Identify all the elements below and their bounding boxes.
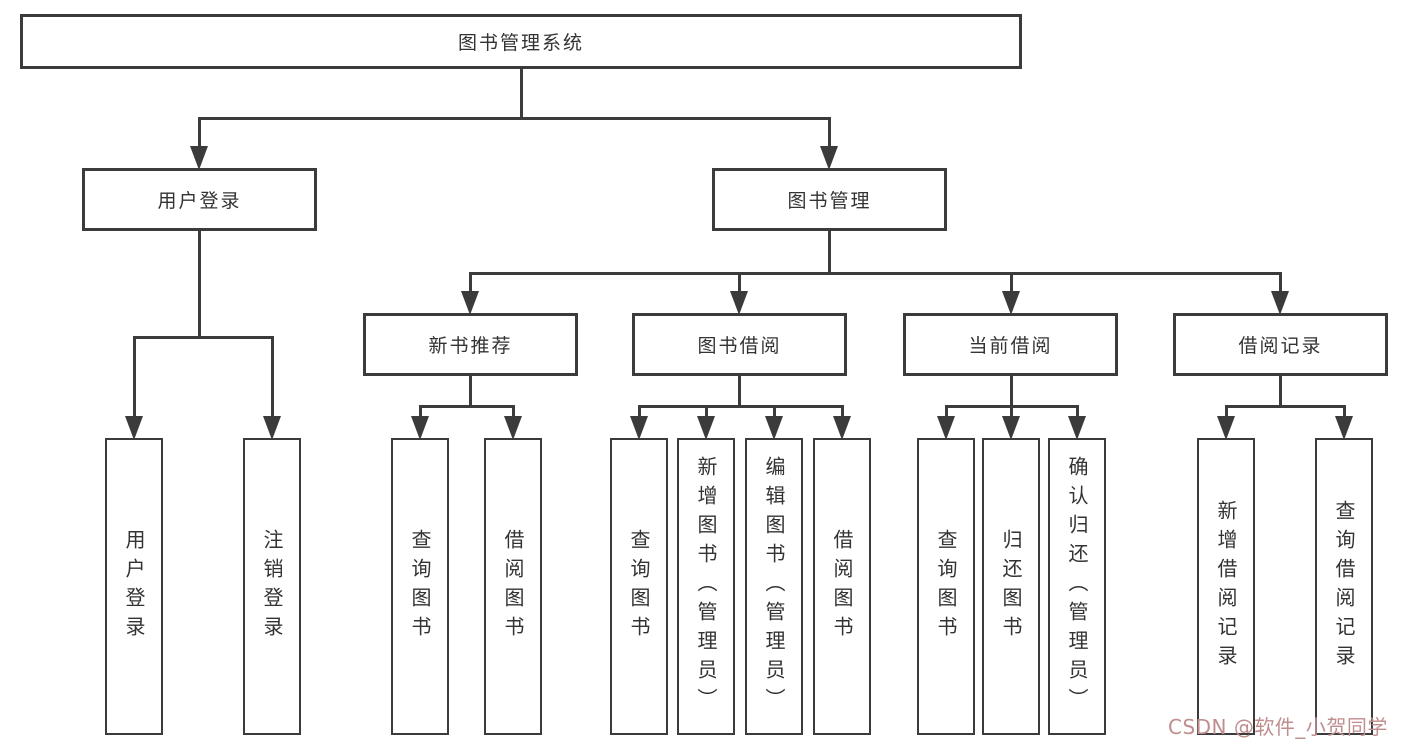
connector-hline bbox=[637, 404, 844, 408]
connector-vline bbox=[1342, 406, 1346, 418]
arrow-down-icon bbox=[630, 416, 648, 440]
connector-vline bbox=[1224, 406, 1228, 418]
arrow-down-icon bbox=[1068, 416, 1086, 440]
group-box-current-borrowing: 当前借阅 bbox=[903, 313, 1118, 376]
arrow-down-icon bbox=[937, 416, 955, 440]
arrow-down-icon bbox=[190, 146, 208, 170]
arrow-down-icon bbox=[765, 416, 783, 440]
connector-vline bbox=[1009, 376, 1013, 406]
connector-vline bbox=[197, 118, 201, 148]
leaf-label: 确认归还（管理员） bbox=[1065, 456, 1089, 717]
group-label: 新书推荐 bbox=[428, 335, 513, 357]
leaf-box-add-books-admin: 新增图书（管理员） bbox=[677, 438, 735, 735]
arrow-down-icon bbox=[820, 146, 838, 170]
arrow-down-icon bbox=[504, 416, 522, 440]
root-box-library-system: 图书管理系统 bbox=[20, 14, 1022, 69]
leaf-label: 注销登录 bbox=[260, 528, 284, 645]
leaf-box-query-books: 查询图书 bbox=[917, 438, 975, 735]
leaf-box-borrow-books: 借阅图书 bbox=[484, 438, 542, 735]
arrow-down-icon bbox=[1002, 291, 1020, 315]
connector-vline bbox=[1075, 406, 1079, 418]
arrow-down-icon bbox=[461, 291, 479, 315]
branch-label: 用户登录 bbox=[157, 190, 242, 212]
connector-vline bbox=[1009, 406, 1013, 418]
connector-hline bbox=[132, 335, 274, 339]
arrow-down-icon bbox=[1271, 291, 1289, 315]
arrow-down-icon bbox=[411, 416, 429, 440]
leaf-label: 借阅图书 bbox=[830, 528, 854, 645]
connector-vline bbox=[1278, 273, 1282, 293]
connector-hline bbox=[197, 116, 831, 120]
arrow-down-icon bbox=[125, 416, 143, 440]
arrow-down-icon bbox=[730, 291, 748, 315]
branch-label: 图书管理 bbox=[787, 190, 872, 212]
connector-vline bbox=[772, 406, 776, 418]
leaf-label: 借阅图书 bbox=[501, 528, 525, 645]
connector-vline bbox=[944, 406, 948, 418]
leaf-box-return-books: 归还图书 bbox=[982, 438, 1040, 735]
connector-vline bbox=[468, 376, 472, 406]
connector-vline bbox=[511, 406, 515, 418]
connector-vline bbox=[737, 376, 741, 406]
group-label: 当前借阅 bbox=[968, 335, 1053, 357]
leaf-box-edit-books-admin: 编辑图书（管理员） bbox=[745, 438, 803, 735]
leaf-label: 新增图书（管理员） bbox=[694, 456, 718, 717]
leaf-label: 用户登录 bbox=[122, 528, 146, 645]
connector-vline bbox=[1009, 273, 1013, 293]
leaf-label: 归还图书 bbox=[999, 528, 1023, 645]
group-label: 借阅记录 bbox=[1238, 335, 1323, 357]
arrow-down-icon bbox=[1217, 416, 1235, 440]
connector-hline bbox=[944, 404, 1079, 408]
csdn-watermark: CSDN @软件_小贺同学 bbox=[1168, 715, 1388, 739]
connector-vline bbox=[637, 406, 641, 418]
connector-vline bbox=[827, 231, 831, 273]
group-label: 图书借阅 bbox=[697, 335, 782, 357]
arrow-down-icon bbox=[697, 416, 715, 440]
leaf-label: 查询借阅记录 bbox=[1332, 499, 1356, 674]
connector-vline bbox=[840, 406, 844, 418]
group-box-new-book-recommendation: 新书推荐 bbox=[363, 313, 578, 376]
connector-vline bbox=[827, 118, 831, 148]
connector-vline bbox=[197, 231, 201, 337]
leaf-box-borrow-books: 借阅图书 bbox=[813, 438, 871, 735]
connector-hline bbox=[418, 404, 515, 408]
connector-vline bbox=[1278, 376, 1282, 406]
leaf-label: 编辑图书（管理员） bbox=[762, 456, 786, 717]
branch-box-book-management: 图书管理 bbox=[712, 168, 947, 231]
connector-hline bbox=[1224, 404, 1346, 408]
leaf-box-query-books: 查询图书 bbox=[610, 438, 668, 735]
arrow-down-icon bbox=[1002, 416, 1020, 440]
leaf-label: 查询图书 bbox=[627, 528, 651, 645]
leaf-box-logout: 注销登录 bbox=[243, 438, 301, 735]
connector-vline bbox=[132, 337, 136, 418]
root-label: 图书管理系统 bbox=[457, 32, 584, 54]
branch-box-user-login: 用户登录 bbox=[82, 168, 317, 231]
connector-vline bbox=[737, 273, 741, 293]
connector-vline bbox=[270, 337, 274, 418]
connector-vline bbox=[519, 69, 523, 118]
leaf-box-query-borrow-record: 查询借阅记录 bbox=[1315, 438, 1373, 735]
connector-hline bbox=[468, 271, 1282, 275]
connector-vline bbox=[468, 273, 472, 293]
group-box-book-borrowing: 图书借阅 bbox=[632, 313, 847, 376]
leaf-box-add-borrow-record: 新增借阅记录 bbox=[1197, 438, 1255, 735]
connector-vline bbox=[704, 406, 708, 418]
leaf-label: 查询图书 bbox=[408, 528, 432, 645]
leaf-box-user-login: 用户登录 bbox=[105, 438, 163, 735]
group-box-borrow-records: 借阅记录 bbox=[1173, 313, 1388, 376]
connector-vline bbox=[418, 406, 422, 418]
arrow-down-icon bbox=[1335, 416, 1353, 440]
leaf-label: 查询图书 bbox=[934, 528, 958, 645]
arrow-down-icon bbox=[263, 416, 281, 440]
arrow-down-icon bbox=[833, 416, 851, 440]
leaf-box-query-books: 查询图书 bbox=[391, 438, 449, 735]
leaf-label: 新增借阅记录 bbox=[1214, 499, 1238, 674]
leaf-box-confirm-return-admin: 确认归还（管理员） bbox=[1048, 438, 1106, 735]
